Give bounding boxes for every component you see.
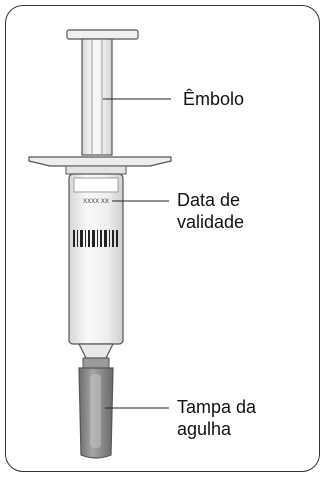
syringe-hub: [78, 343, 114, 359]
needle-cap-label-line-2: agulha: [177, 419, 232, 439]
finger-flange: [28, 156, 172, 175]
needle-cap-label: Tampa da agulha: [177, 396, 256, 440]
syringe-barrel: XXXX XX: [68, 173, 124, 345]
expiry-print-text: XXXX XX: [83, 199, 109, 205]
needle-cap-label-line-1: Tampa da: [177, 397, 257, 417]
barcode: [73, 230, 118, 247]
plunger-label: Êmbolo: [183, 88, 244, 110]
illustration-frame: [5, 5, 320, 472]
plunger: [66, 29, 139, 156]
plunger-label-text: Êmbolo: [183, 89, 245, 109]
needle-cap: [78, 357, 114, 459]
expiry-label-line-1: Data de: [177, 190, 241, 210]
expiry-date-label: Data de validade: [177, 189, 244, 233]
expiry-label-line-2: validade: [177, 212, 245, 232]
